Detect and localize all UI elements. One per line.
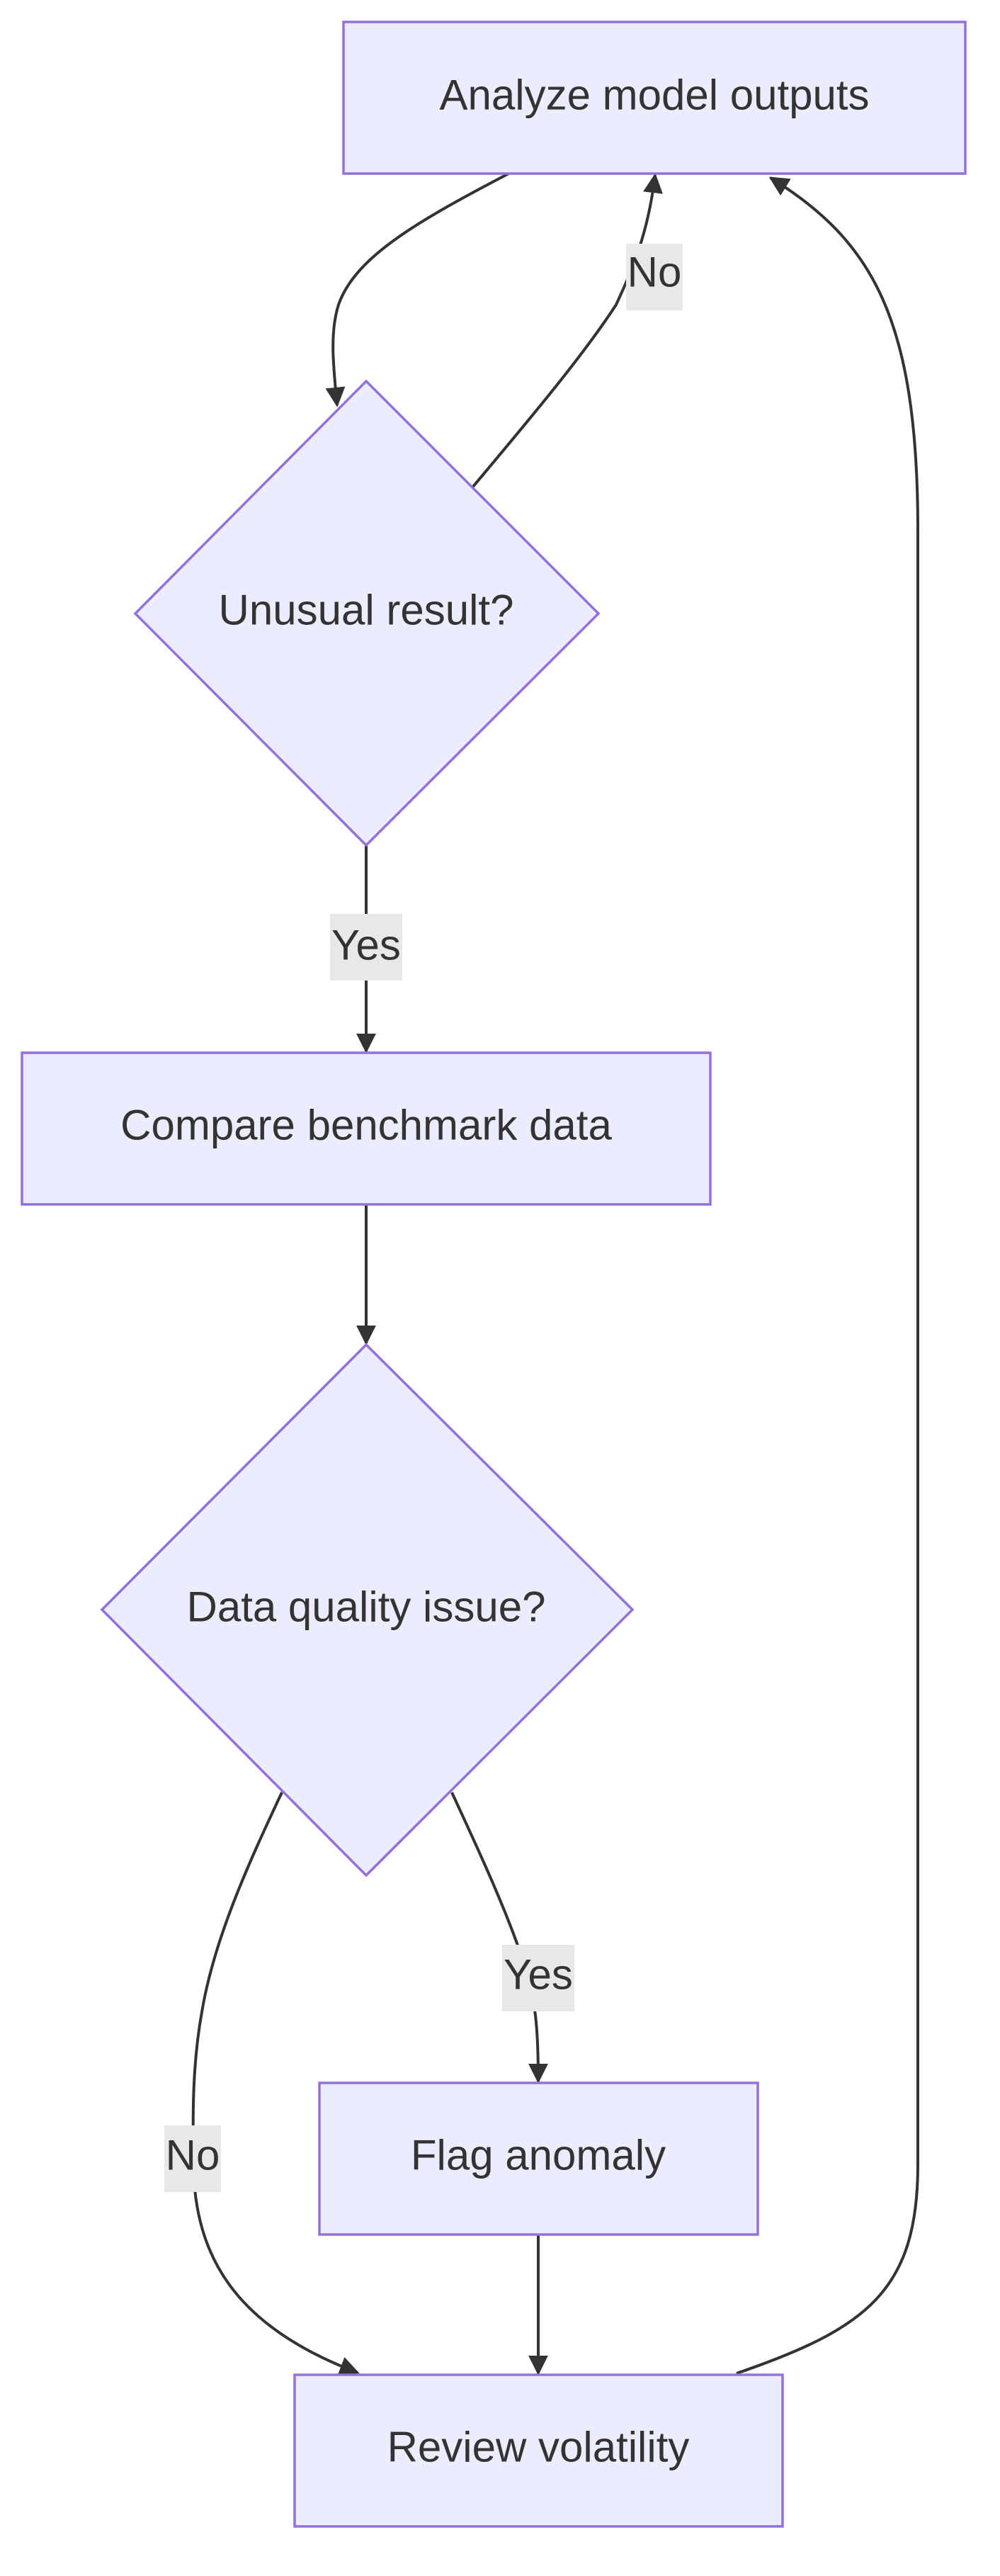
svg-text:Compare benchmark data: Compare benchmark data bbox=[120, 1102, 612, 1149]
node-compare-benchmark-data: Compare benchmark data bbox=[21, 1051, 712, 1206]
edge-quality-no-to-review bbox=[191, 1792, 360, 2376]
node-review-volatility: Review volatility bbox=[293, 2373, 784, 2528]
svg-text:Flag anomaly: Flag anomaly bbox=[411, 2132, 666, 2179]
edge-unusual-no-to-analyze bbox=[471, 173, 663, 489]
svg-text:Unusual result?: Unusual result? bbox=[219, 587, 514, 634]
edge-label-quality-yes: Yes bbox=[502, 1945, 574, 2011]
svg-text:No: No bbox=[166, 2132, 220, 2179]
edge-analyze-to-unusual bbox=[325, 171, 512, 407]
edge-label-quality-no: No bbox=[164, 2125, 221, 2192]
node-unusual-result-decision: Unusual result? bbox=[133, 379, 601, 847]
edge-review-to-analyze bbox=[736, 176, 919, 2375]
svg-text:Data quality issue?: Data quality issue? bbox=[187, 1583, 546, 1631]
node-flag-anomaly: Flag anomaly bbox=[318, 2081, 759, 2236]
svg-text:Analyze model outputs: Analyze model outputs bbox=[439, 72, 869, 119]
edge-label-unusual-yes: Yes bbox=[330, 914, 402, 981]
svg-text:Yes: Yes bbox=[504, 1951, 573, 1999]
node-analyze-model-outputs: Analyze model outputs bbox=[342, 21, 967, 175]
edge-quality-yes-to-flag bbox=[450, 1792, 548, 2084]
svg-text:No: No bbox=[627, 249, 682, 296]
svg-text:Yes: Yes bbox=[331, 922, 401, 969]
node-data-quality-issue-decision: Data quality issue? bbox=[100, 1343, 635, 1877]
svg-text:Review volatility: Review volatility bbox=[387, 2424, 690, 2471]
edge-label-unusual-no: No bbox=[626, 244, 683, 310]
